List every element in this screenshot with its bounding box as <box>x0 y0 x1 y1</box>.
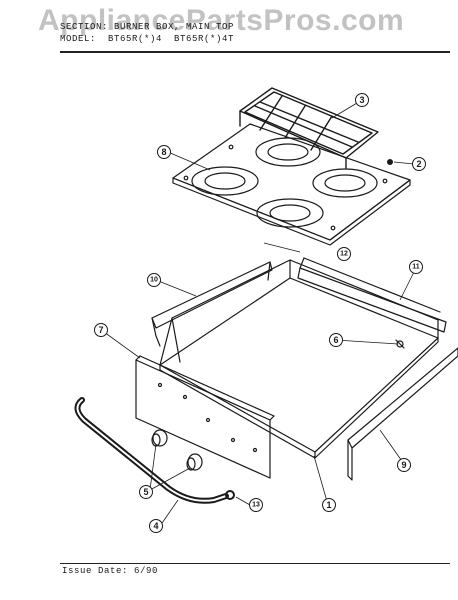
callout-12 <box>337 247 351 261</box>
front-rail <box>135 355 275 479</box>
callout-13 <box>249 498 263 512</box>
screw-2 <box>387 159 393 165</box>
burner-box <box>159 259 439 459</box>
callout-1 <box>322 498 336 512</box>
footer-rule <box>60 563 450 564</box>
callout-label-5: 5 <box>143 487 148 497</box>
callout-label-10: 10 <box>150 277 158 284</box>
callout-9 <box>397 458 411 472</box>
callout-7 <box>94 323 108 337</box>
left-side-trim <box>151 261 273 347</box>
gas-tube <box>74 397 229 504</box>
callout-label-1: 1 <box>326 500 331 510</box>
callout-11 <box>409 260 423 274</box>
fitting-13 <box>225 490 235 500</box>
callout-5 <box>139 485 153 499</box>
diagram-header: SECTION: BURNER BOX, MAIN TOP MODEL: BT6… <box>60 14 450 50</box>
callout-label-2: 2 <box>416 159 421 169</box>
valve-knobs <box>151 429 203 471</box>
callout-label-8: 8 <box>161 147 166 157</box>
issue-date: Issue Date: 6/90 <box>62 566 159 576</box>
callout-10 <box>147 273 161 287</box>
callout-label-4: 4 <box>153 521 158 531</box>
front-right-trim <box>347 347 458 481</box>
callout-label-3: 3 <box>359 95 364 105</box>
callout-2 <box>412 157 426 171</box>
callout-label-6: 6 <box>333 335 338 345</box>
right-side-trim <box>297 257 447 333</box>
section-title: SECTION: BURNER BOX, MAIN TOP <box>60 22 235 32</box>
main-top-panel <box>172 123 411 246</box>
callout-label-9: 9 <box>401 460 406 470</box>
callout-label-12: 12 <box>340 251 348 258</box>
header-rule <box>60 51 450 53</box>
callout-label-7: 7 <box>98 325 103 335</box>
callout-8 <box>157 145 171 159</box>
model-line: MODEL: BT65R(*)4 BT65R(*)4T <box>60 34 235 44</box>
watermark: AppliancePartsPros.com <box>38 4 405 37</box>
callout-label-13: 13 <box>252 502 260 509</box>
callout-4 <box>149 519 163 533</box>
callout-3 <box>355 93 369 107</box>
burner-grate <box>239 87 379 169</box>
callout-label-11: 11 <box>412 264 420 271</box>
callout-6 <box>329 333 343 347</box>
